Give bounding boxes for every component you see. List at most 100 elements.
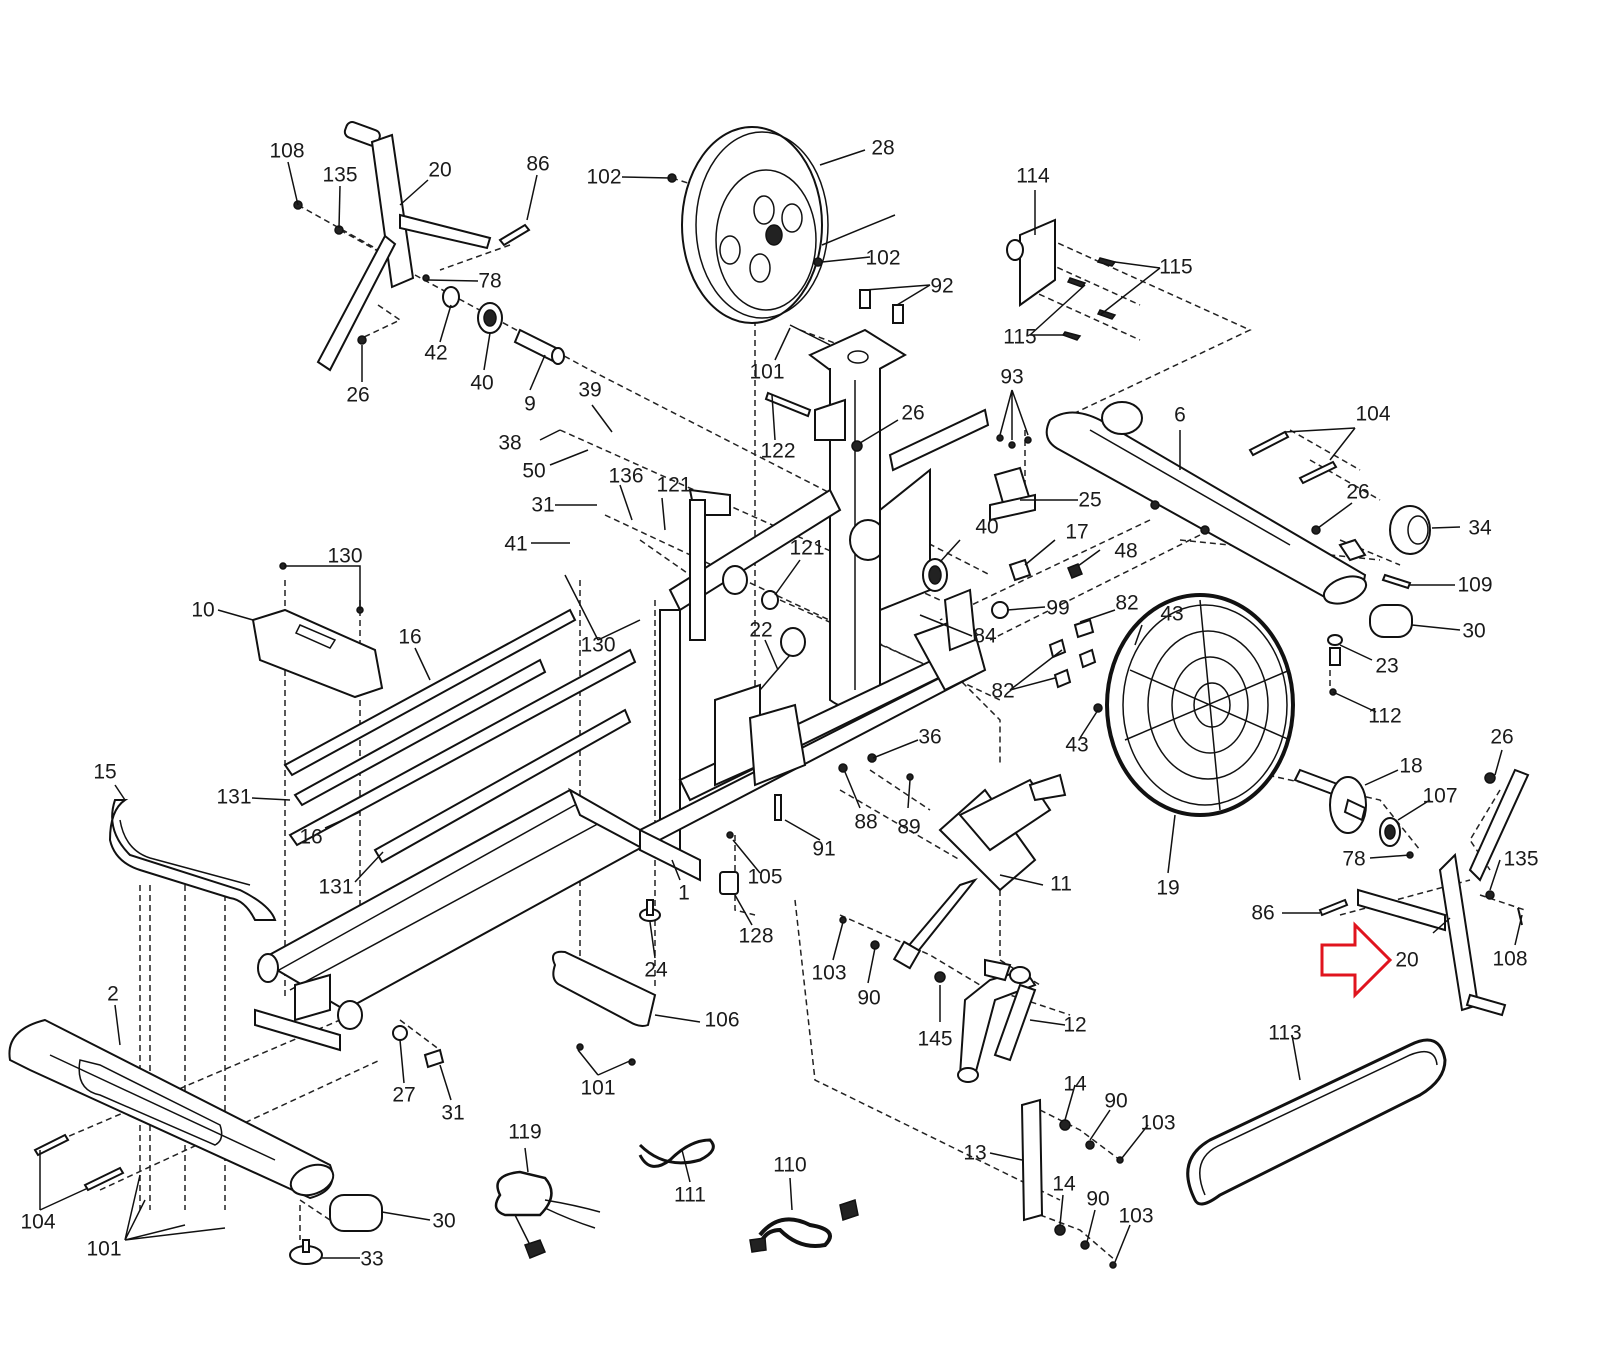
- part-label: 103: [1140, 1111, 1176, 1135]
- part-label: 103: [811, 961, 847, 985]
- cables: [494, 1138, 859, 1259]
- part-label: 93: [1000, 365, 1024, 389]
- part-label: 19: [1156, 876, 1180, 900]
- part-label: 50: [522, 459, 546, 483]
- part-label: 130: [580, 633, 616, 657]
- part-label: 114: [1016, 164, 1050, 188]
- part-label: 20: [428, 158, 452, 182]
- part-label: 102: [865, 246, 901, 270]
- part-label: 78: [478, 269, 502, 293]
- part-label: 131: [216, 785, 252, 809]
- part-19-drive-pulley: [1105, 593, 1295, 817]
- part-label: 43: [1160, 602, 1184, 626]
- part-label: 106: [704, 1008, 740, 1032]
- part-label: 9: [524, 392, 536, 416]
- part-22-bracket: [714, 627, 807, 787]
- part-28-flywheel: [667, 126, 896, 324]
- part-label: 43: [1065, 733, 1089, 757]
- part-label: 101: [749, 360, 785, 384]
- part-label: 135: [1503, 847, 1539, 871]
- part-label: 103: [1118, 1204, 1154, 1228]
- part-label: 36: [918, 725, 942, 749]
- part-label: 15: [93, 760, 117, 784]
- part-label: 130: [327, 544, 363, 568]
- part-label: 11: [1050, 872, 1072, 896]
- part-label: 40: [975, 515, 999, 539]
- part-label: 112: [1368, 704, 1402, 728]
- part-2-base-foot: [8, 1018, 383, 1265]
- fasteners-upper-left: [293, 200, 565, 365]
- part-11-motor-assembly: [892, 773, 1067, 970]
- part-label: 14: [1052, 1172, 1076, 1196]
- part-label: 128: [738, 924, 774, 948]
- part-12-linkage: [839, 916, 1037, 1083]
- part-label: 82: [1115, 591, 1139, 615]
- part-20-upper-arm: [316, 121, 492, 372]
- part-label: 90: [857, 986, 881, 1010]
- part-18-axle: [1293, 768, 1414, 859]
- part-label: 145: [917, 1027, 953, 1051]
- part-label: 26: [1490, 725, 1514, 749]
- part-label: 22: [749, 618, 773, 642]
- part-label: 108: [1492, 947, 1528, 971]
- part-label: 135: [322, 163, 358, 187]
- part-10-handle-cover: [251, 562, 384, 699]
- small-parts-base: [392, 753, 914, 1069]
- arrow-right-icon: [1320, 921, 1393, 999]
- part-label: 18: [1399, 754, 1423, 778]
- part-114-control-board: [1006, 218, 1117, 341]
- part-label: 105: [747, 865, 783, 889]
- part-label: 78: [1342, 847, 1366, 871]
- part-15-handle: [108, 799, 277, 921]
- fasteners-right-upper: [1248, 430, 1431, 696]
- highlighted-part-label: 20: [1395, 948, 1419, 972]
- part-label: 30: [1462, 619, 1486, 643]
- part-label: 86: [1251, 901, 1275, 925]
- part-label: 33: [360, 1247, 384, 1271]
- part-label: 113: [1268, 1021, 1302, 1045]
- part-label: 104: [20, 1210, 56, 1234]
- leader-lines: [39, 149, 1523, 1263]
- part-label: 28: [871, 136, 895, 160]
- part-label: 115: [1159, 255, 1193, 279]
- part-label: 119: [508, 1120, 542, 1144]
- part-label: 121: [656, 473, 692, 497]
- part-label: 110: [773, 1153, 807, 1177]
- part-20-right-arm: [1318, 768, 1530, 1017]
- part-label: 12: [1063, 1013, 1087, 1037]
- part-label: 90: [1104, 1089, 1128, 1113]
- part-label: 41: [504, 532, 528, 556]
- part-label: 24: [644, 958, 668, 982]
- part-label: 6: [1174, 403, 1186, 427]
- part-label: 136: [608, 464, 644, 488]
- part-label: 1: [678, 881, 690, 905]
- part-label: 84: [973, 624, 997, 648]
- part-label: 16: [299, 825, 323, 849]
- part-label: 101: [86, 1237, 122, 1261]
- part-label: 26: [346, 383, 370, 407]
- part-label: 40: [470, 371, 494, 395]
- part-label: 31: [531, 493, 555, 517]
- part-label: 48: [1114, 539, 1138, 563]
- part-label: 89: [897, 815, 921, 839]
- part-label: 30: [432, 1209, 456, 1233]
- part-label: 26: [901, 401, 925, 425]
- part-label: 91: [812, 837, 836, 861]
- part-6-pivot-arm: [1045, 401, 1368, 605]
- part-label: 86: [526, 152, 550, 176]
- rails-16-131: [283, 608, 637, 864]
- part-113-drive-belt: [1186, 1038, 1447, 1206]
- part-106-cover: [552, 950, 657, 1066]
- part-label: 23: [1375, 654, 1399, 678]
- part-13-link-bar: [1020, 1098, 1124, 1269]
- part-1-base-rail: [254, 787, 701, 1052]
- part-label: 99: [1046, 596, 1070, 620]
- part-label: 2: [107, 982, 119, 1006]
- part-label: 115: [1003, 325, 1037, 349]
- part-upright-post: [764, 289, 907, 710]
- part-label: 34: [1468, 516, 1492, 540]
- part-label: 38: [498, 431, 522, 455]
- part-label: 107: [1422, 784, 1458, 808]
